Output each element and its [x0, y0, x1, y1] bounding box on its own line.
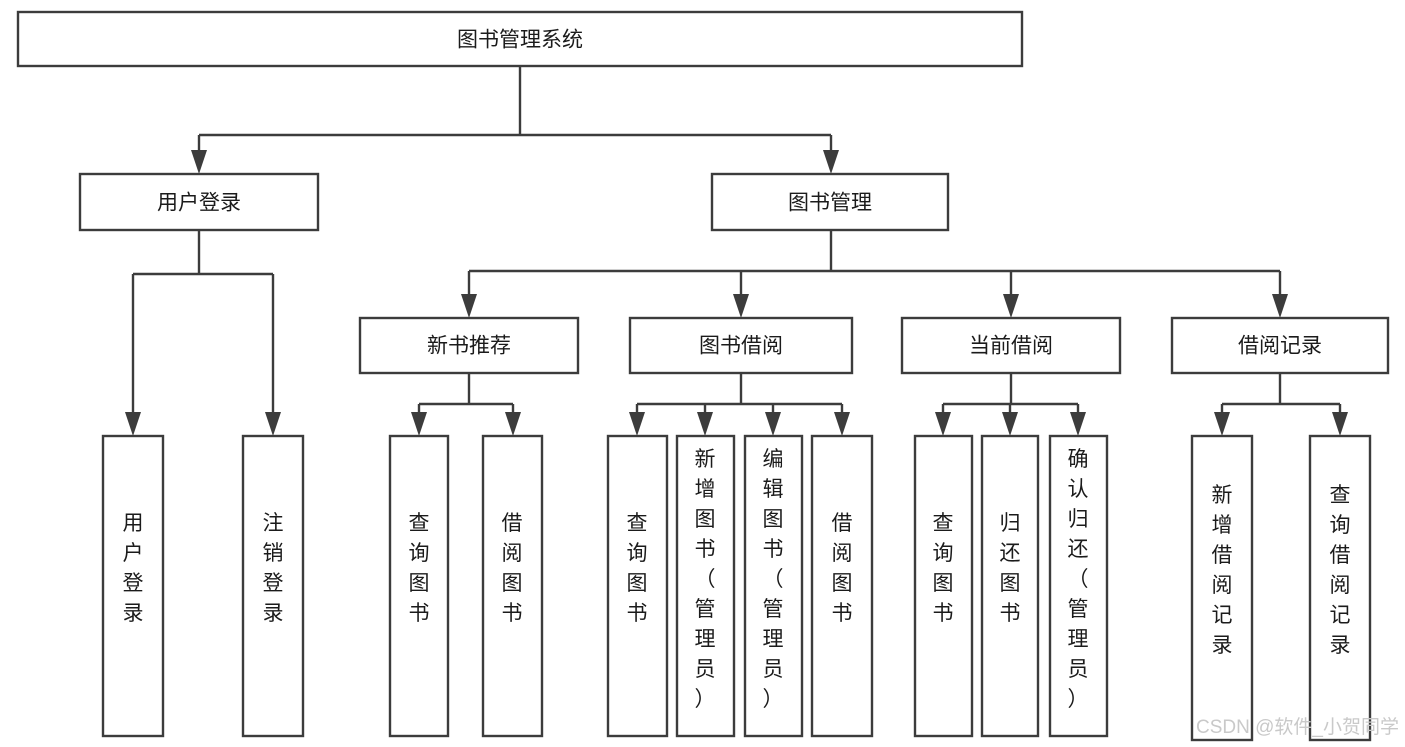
arrow-to-leaf-confirm-return-admin [1070, 412, 1086, 436]
node-leaf-query-book-current[interactable]: 查询图书 [913, 434, 974, 738]
arrow-to-book-manage [823, 150, 839, 174]
arrow-to-leaf-add-borrow-record [1214, 412, 1230, 436]
node-leaf-query-book-rec[interactable]: 查询图书 [388, 434, 450, 738]
leaf-logout-label: 注销登录 [263, 512, 284, 625]
arrow-to-user-login [191, 150, 207, 174]
borrow-record-label: 借阅记录 [1238, 335, 1322, 358]
leaf-confirm-return-admin-box[interactable] [1048, 434, 1109, 738]
leaf-edit-book-admin-box[interactable] [743, 434, 804, 738]
arrow-to-leaf-borrow-book [834, 412, 850, 436]
leaf-user-login-box[interactable] [101, 434, 165, 738]
book-manage-label: 图书管理 [788, 192, 872, 215]
connector-current-borrow-bus [941, 373, 1080, 414]
leaf-add-borrow-record-box[interactable] [1190, 434, 1254, 742]
node-leaf-return-book[interactable]: 归还图书 [980, 434, 1040, 738]
node-leaf-logout[interactable]: 注销登录 [241, 434, 305, 738]
node-leaf-borrow-book-rec[interactable]: 借阅图书 [481, 434, 544, 738]
leaf-add-book-admin-label: 新增图书（管理员） [695, 448, 716, 711]
leaf-query-book-borrow-label: 查询图书 [627, 512, 648, 625]
node-current-borrow[interactable]: 当前借阅 [900, 316, 1122, 375]
arrow-to-leaf-logout [265, 412, 281, 436]
connector-borrow-record-bus [1220, 373, 1342, 414]
new-book-rec-label: 新书推荐 [427, 335, 511, 358]
current-borrow-label: 当前借阅 [969, 335, 1053, 358]
new-book-rec-box[interactable] [358, 316, 580, 375]
leaf-borrow-book-label: 借阅图书 [832, 512, 853, 625]
arrow-to-leaf-query-book-borrow [629, 412, 645, 436]
leaf-return-book-label: 归还图书 [1000, 512, 1021, 625]
leaf-query-book-borrow-box[interactable] [606, 434, 669, 738]
leaf-logout-box[interactable] [241, 434, 305, 738]
leaf-borrow-book-box[interactable] [810, 434, 874, 738]
user-login-box[interactable] [78, 172, 320, 232]
connector-layer [125, 66, 1348, 436]
root-label: 图书管理系统 [457, 29, 583, 52]
node-new-book-rec[interactable]: 新书推荐 [358, 316, 580, 375]
node-book-manage[interactable]: 图书管理 [710, 172, 950, 232]
leaf-edit-book-admin-label: 编辑图书（管理员） [763, 448, 784, 711]
arrow-to-leaf-return-book [1002, 412, 1018, 436]
book-borrow-label: 图书借阅 [699, 335, 783, 358]
leaf-query-borrow-record-label: 查询借阅记录 [1330, 484, 1351, 657]
arrow-to-leaf-query-borrow-record [1332, 412, 1348, 436]
arrow-to-new-book-rec [461, 294, 477, 318]
node-leaf-add-book-admin[interactable]: 新增图书（管理员） [675, 434, 736, 738]
leaf-query-book-current-box[interactable] [913, 434, 974, 738]
leaf-add-borrow-record-label: 新增借阅记录 [1212, 484, 1233, 657]
csdn-watermark: CSDN @软件_小贺同学 [1196, 716, 1399, 738]
connector-new-book-rec-bus [417, 373, 515, 414]
arrow-to-book-borrow [733, 294, 749, 318]
leaf-query-borrow-record-box[interactable] [1308, 434, 1372, 742]
arrow-to-borrow-record [1272, 294, 1288, 318]
arrow-to-leaf-query-book-current [935, 412, 951, 436]
node-user-login[interactable]: 用户登录 [78, 172, 320, 232]
book-borrow-box[interactable] [628, 316, 854, 375]
node-leaf-confirm-return-admin[interactable]: 确认归还（管理员） [1048, 434, 1109, 738]
node-leaf-add-borrow-record[interactable]: 新增借阅记录 [1190, 434, 1254, 742]
connector-root-bus [197, 66, 833, 152]
leaf-borrow-book-rec-box[interactable] [481, 434, 544, 738]
node-leaf-query-book-borrow[interactable]: 查询图书 [606, 434, 669, 738]
root-box[interactable] [16, 10, 1024, 68]
book-manage-box[interactable] [710, 172, 950, 232]
user-login-label: 用户登录 [157, 192, 241, 215]
arrow-to-leaf-user-login [125, 412, 141, 436]
arrow-to-current-borrow [1003, 294, 1019, 318]
leaf-user-login-label: 用户登录 [123, 512, 144, 625]
node-leaf-borrow-book[interactable]: 借阅图书 [810, 434, 874, 738]
leaf-add-book-admin-box[interactable] [675, 434, 736, 738]
connector-book-borrow-bus [635, 373, 844, 414]
arrow-to-leaf-edit-book-admin [765, 412, 781, 436]
node-leaf-user-login[interactable]: 用户登录 [101, 434, 165, 738]
arrow-to-leaf-borrow-book-rec [505, 412, 521, 436]
arrow-to-leaf-add-book-admin [697, 412, 713, 436]
connector-book-manage-bus [467, 230, 1282, 296]
leaf-confirm-return-admin-label: 确认归还（管理员） [1068, 448, 1089, 711]
node-book-borrow[interactable]: 图书借阅 [628, 316, 854, 375]
borrow-record-box[interactable] [1170, 316, 1390, 375]
leaf-query-book-current-label: 查询图书 [933, 512, 954, 625]
connector-user-login-bus [131, 230, 275, 414]
current-borrow-box[interactable] [900, 316, 1122, 375]
leaf-query-book-rec-box[interactable] [388, 434, 450, 738]
node-leaf-query-borrow-record[interactable]: 查询借阅记录 [1308, 434, 1372, 742]
node-root[interactable]: 图书管理系统 [16, 10, 1024, 68]
leaf-query-book-rec-label: 查询图书 [409, 512, 430, 625]
leaf-return-book-box[interactable] [980, 434, 1040, 738]
leaf-borrow-book-rec-label: 借阅图书 [502, 512, 523, 625]
node-borrow-record[interactable]: 借阅记录 [1170, 316, 1390, 375]
node-leaf-edit-book-admin[interactable]: 编辑图书（管理员） [743, 434, 804, 738]
arrow-to-leaf-query-book-rec [411, 412, 427, 436]
